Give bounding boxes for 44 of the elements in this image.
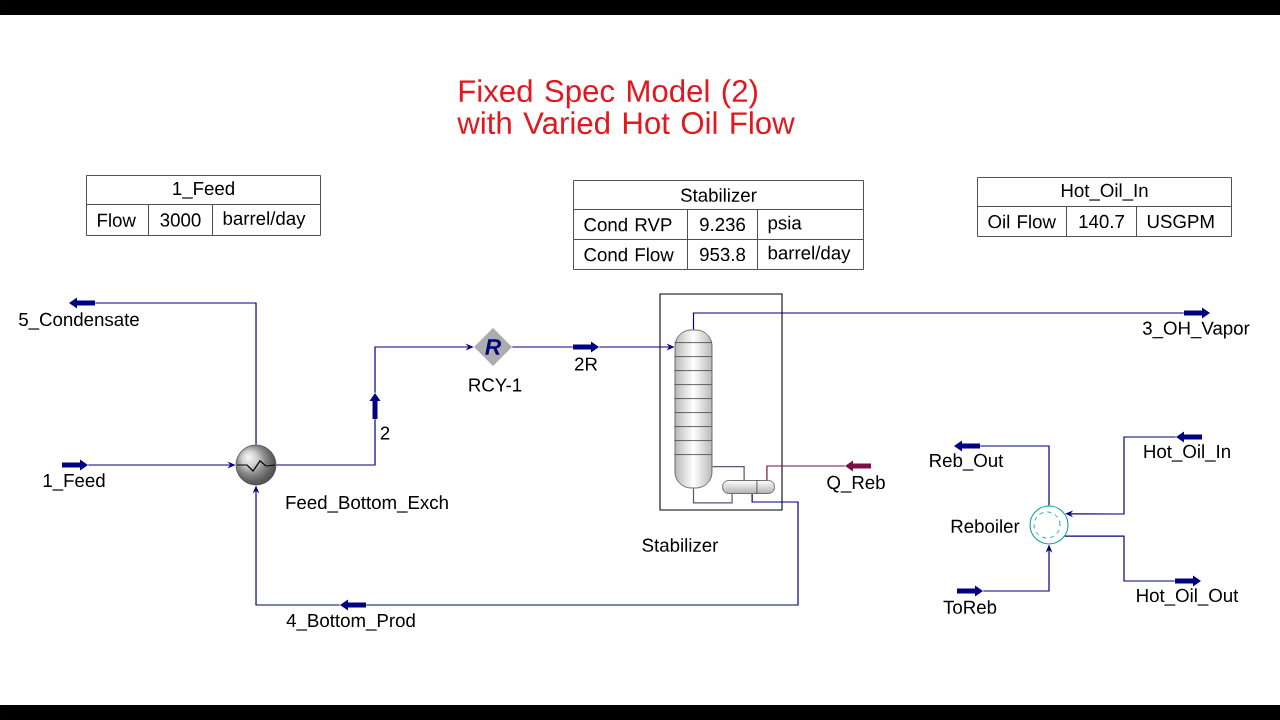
stream-label: 1_Feed xyxy=(43,473,105,491)
connector xyxy=(94,302,257,446)
unit-label: Feed_Bottom_Exch xyxy=(286,495,448,513)
stream-label: 4_Bottom_Prod xyxy=(286,613,415,631)
connector xyxy=(1065,436,1177,518)
table-cell: Cond Flow xyxy=(573,239,688,270)
connector xyxy=(1064,535,1176,582)
connector xyxy=(711,466,745,481)
stream-label: 3_OH_Vapor xyxy=(1142,321,1250,339)
table-cell: Cond RVP xyxy=(573,209,688,240)
table-cell: barrel/day xyxy=(212,204,321,236)
connector xyxy=(511,346,574,348)
stream-label: 2 xyxy=(380,426,390,440)
connector xyxy=(766,465,846,481)
connector xyxy=(365,493,799,606)
stream-label: ToReb xyxy=(943,600,997,614)
table-header: 1_Feed xyxy=(86,175,321,205)
table-cell: 3000 xyxy=(148,204,213,236)
table-header: Stabilizer xyxy=(573,180,864,210)
title: Fixed Spec Model (2) with Varied Hot Oil Flow xyxy=(457,79,795,135)
connector xyxy=(692,312,1185,331)
table-cell: USGPM xyxy=(1136,206,1232,237)
connector xyxy=(275,418,376,466)
unit-label: Reboiler xyxy=(951,519,1020,533)
table-header: Hot_Oil_In xyxy=(977,177,1232,207)
table-cell: Flow xyxy=(86,204,149,236)
stream-label: Hot_Oil_Out xyxy=(1137,588,1239,606)
table-cell: 9.236 xyxy=(687,209,758,240)
connector xyxy=(979,445,1050,507)
reboiler-drum xyxy=(722,479,775,495)
table-cell: barrel/day xyxy=(757,239,864,270)
stream-label: Q_Reb xyxy=(827,475,885,493)
unit-label: RCY-1 xyxy=(469,378,522,392)
table-cell: psia xyxy=(757,209,864,240)
stream-label: 2R xyxy=(575,357,598,371)
table-cell: 953.8 xyxy=(687,239,758,270)
stream-label: Hot_Oil_In xyxy=(1144,444,1230,462)
unit-label: Stabilizer xyxy=(642,538,719,552)
connector xyxy=(692,487,733,504)
stream-label: 5_Condensate xyxy=(19,312,139,330)
table-cell: Oil Flow xyxy=(977,206,1067,237)
table-cell: 140.7 xyxy=(1066,206,1137,237)
distillation-column xyxy=(674,329,713,489)
stream-label: Reb_Out xyxy=(930,453,1004,471)
